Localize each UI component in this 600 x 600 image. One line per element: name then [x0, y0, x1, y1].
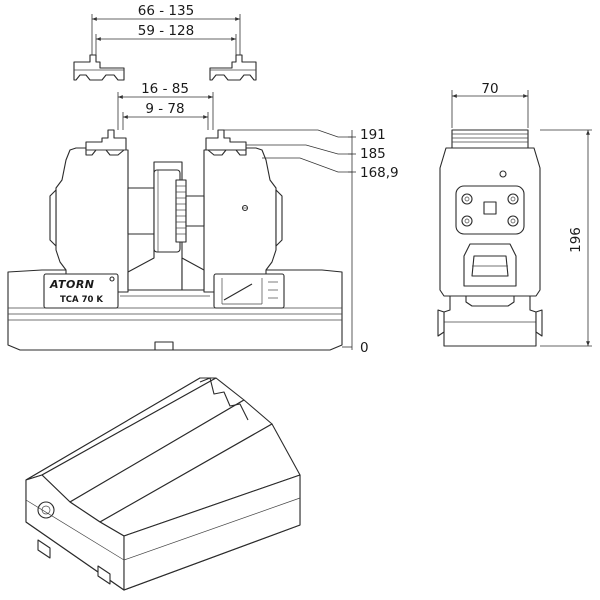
force-diagram-plate — [213, 273, 285, 309]
vise-side-view: 70 196 — [437, 81, 592, 347]
dim-9-78: 9 - 78 — [145, 101, 184, 117]
brand-label: ATORN — [49, 278, 95, 291]
dim-0: 0 — [360, 340, 369, 356]
spindle-flange — [455, 185, 525, 235]
dim-66-135: 66 - 135 — [138, 3, 194, 19]
knurl-ring — [176, 185, 186, 235]
model-label: TCA 70 K — [60, 295, 103, 305]
dim-185: 185 — [360, 146, 386, 162]
brand-plate: ATORN TCA 70 K — [43, 273, 119, 309]
dim-168-9: 168,9 — [360, 165, 399, 181]
mid-dimension-group: 16 - 85 9 - 78 — [117, 81, 214, 130]
dim-59-128: 59 - 128 — [138, 23, 194, 39]
dim-191: 191 — [360, 127, 386, 143]
dim-70: 70 — [481, 81, 498, 97]
dim-16-85: 16 - 85 — [141, 81, 189, 97]
height-dimension-group: 191 185 168,9 0 — [218, 127, 399, 356]
jaw-isometric-view — [25, 377, 301, 591]
jaw-insert-right — [209, 54, 257, 81]
vise-front-view: ATORN TCA 70 K — [7, 129, 343, 351]
jaw-insert-left — [73, 54, 125, 81]
dim-196: 196 — [568, 227, 584, 253]
top-dimension-group: 66 - 135 59 - 128 — [91, 3, 241, 62]
